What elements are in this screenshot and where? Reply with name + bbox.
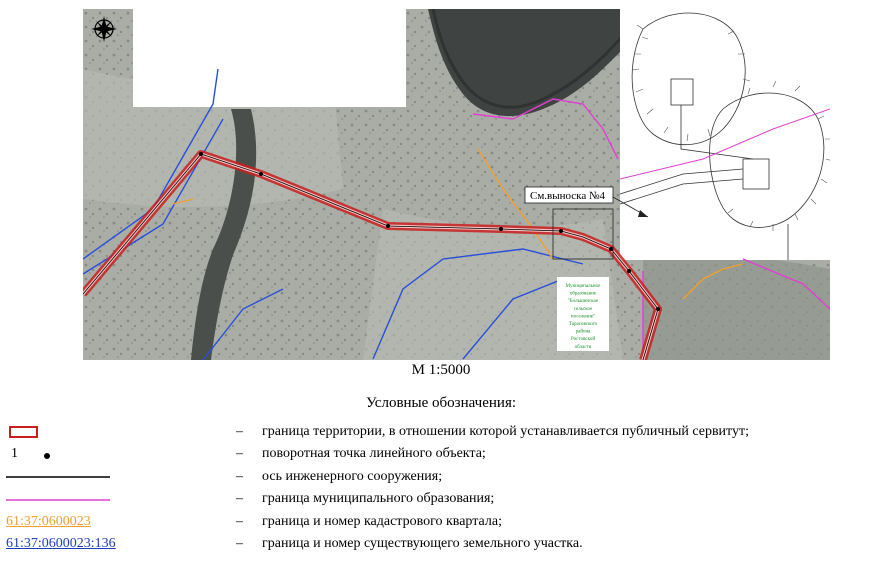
municipality-label-line: района [576,330,592,335]
numbered-point-symbol: 1 [6,445,66,466]
legend-text: граница и номер существующего земельного… [262,536,583,551]
turning-points [199,152,660,311]
municipality-label-line: Ростовской [571,337,595,342]
legend-item-turning-point: 1 – поворотная точка линейного объекта; [0,445,882,466]
masked-area [133,9,406,107]
municipality-label-box [557,277,609,351]
municipality-label-line: Муниципальное [566,284,601,289]
legend-text: поворотная точка линейного объекта; [262,446,486,461]
quarter-borders [172,148,744,300]
river [428,9,653,117]
compass-rose-icon [91,16,117,42]
map-view[interactable]: См.выноска №4 Муниципальное образование "Б… [83,9,830,360]
blue-code-symbol: 61:37:0600023:136 [6,536,116,551]
scale-label: М 1:5000 [411,362,471,378]
black-line-symbol [6,468,116,489]
callout-frame [552,208,614,260]
municipality-label-line: Тарасовского [569,322,598,327]
inset-outline [619,12,825,260]
magenta-line-symbol [6,490,116,511]
municipality-label: Муниципальное образование "Большинское сель… [566,284,601,350]
inset-detail [620,9,830,260]
municipality-label-line: области [575,345,592,350]
red-rectangle-symbol [6,423,46,444]
legend-item-servitude: – граница территории, в отношении которо… [0,423,882,444]
callout-label: См.выноска №4 [530,190,605,202]
municipality-label-line: "Большинское [568,299,599,304]
river-channel [191,109,257,360]
municipality-label-line: сельское [574,307,593,312]
legend-text: граница и номер кадастрового квартала; [262,514,502,529]
municipality-label-line: поселение" [571,314,595,319]
legend-text: ось инженерного сооружения; [262,469,443,484]
municipality-label-line: образование [570,292,597,297]
legend-item-axis: – ось инженерного сооружения; [0,468,882,489]
legend-text: граница муниципального образования; [262,491,495,506]
inset-municipal-border [619,108,830,180]
legend-title: Условные обозначения: [365,395,517,411]
inset-label-ticks [631,24,830,231]
legend-item-land-parcel: 61:37:0600023:136 – граница и номер суще… [6,536,583,551]
callout-label-box [524,186,614,204]
legend-item-municipal-border: – граница муниципального образования; [0,490,882,511]
legend-item-cadastral-quarter: 61:37:0600023 – граница и номер кадастро… [6,514,502,529]
legend-text: граница территории, в отношении которой … [262,424,749,439]
orange-code-symbol: 61:37:0600023 [6,514,91,529]
